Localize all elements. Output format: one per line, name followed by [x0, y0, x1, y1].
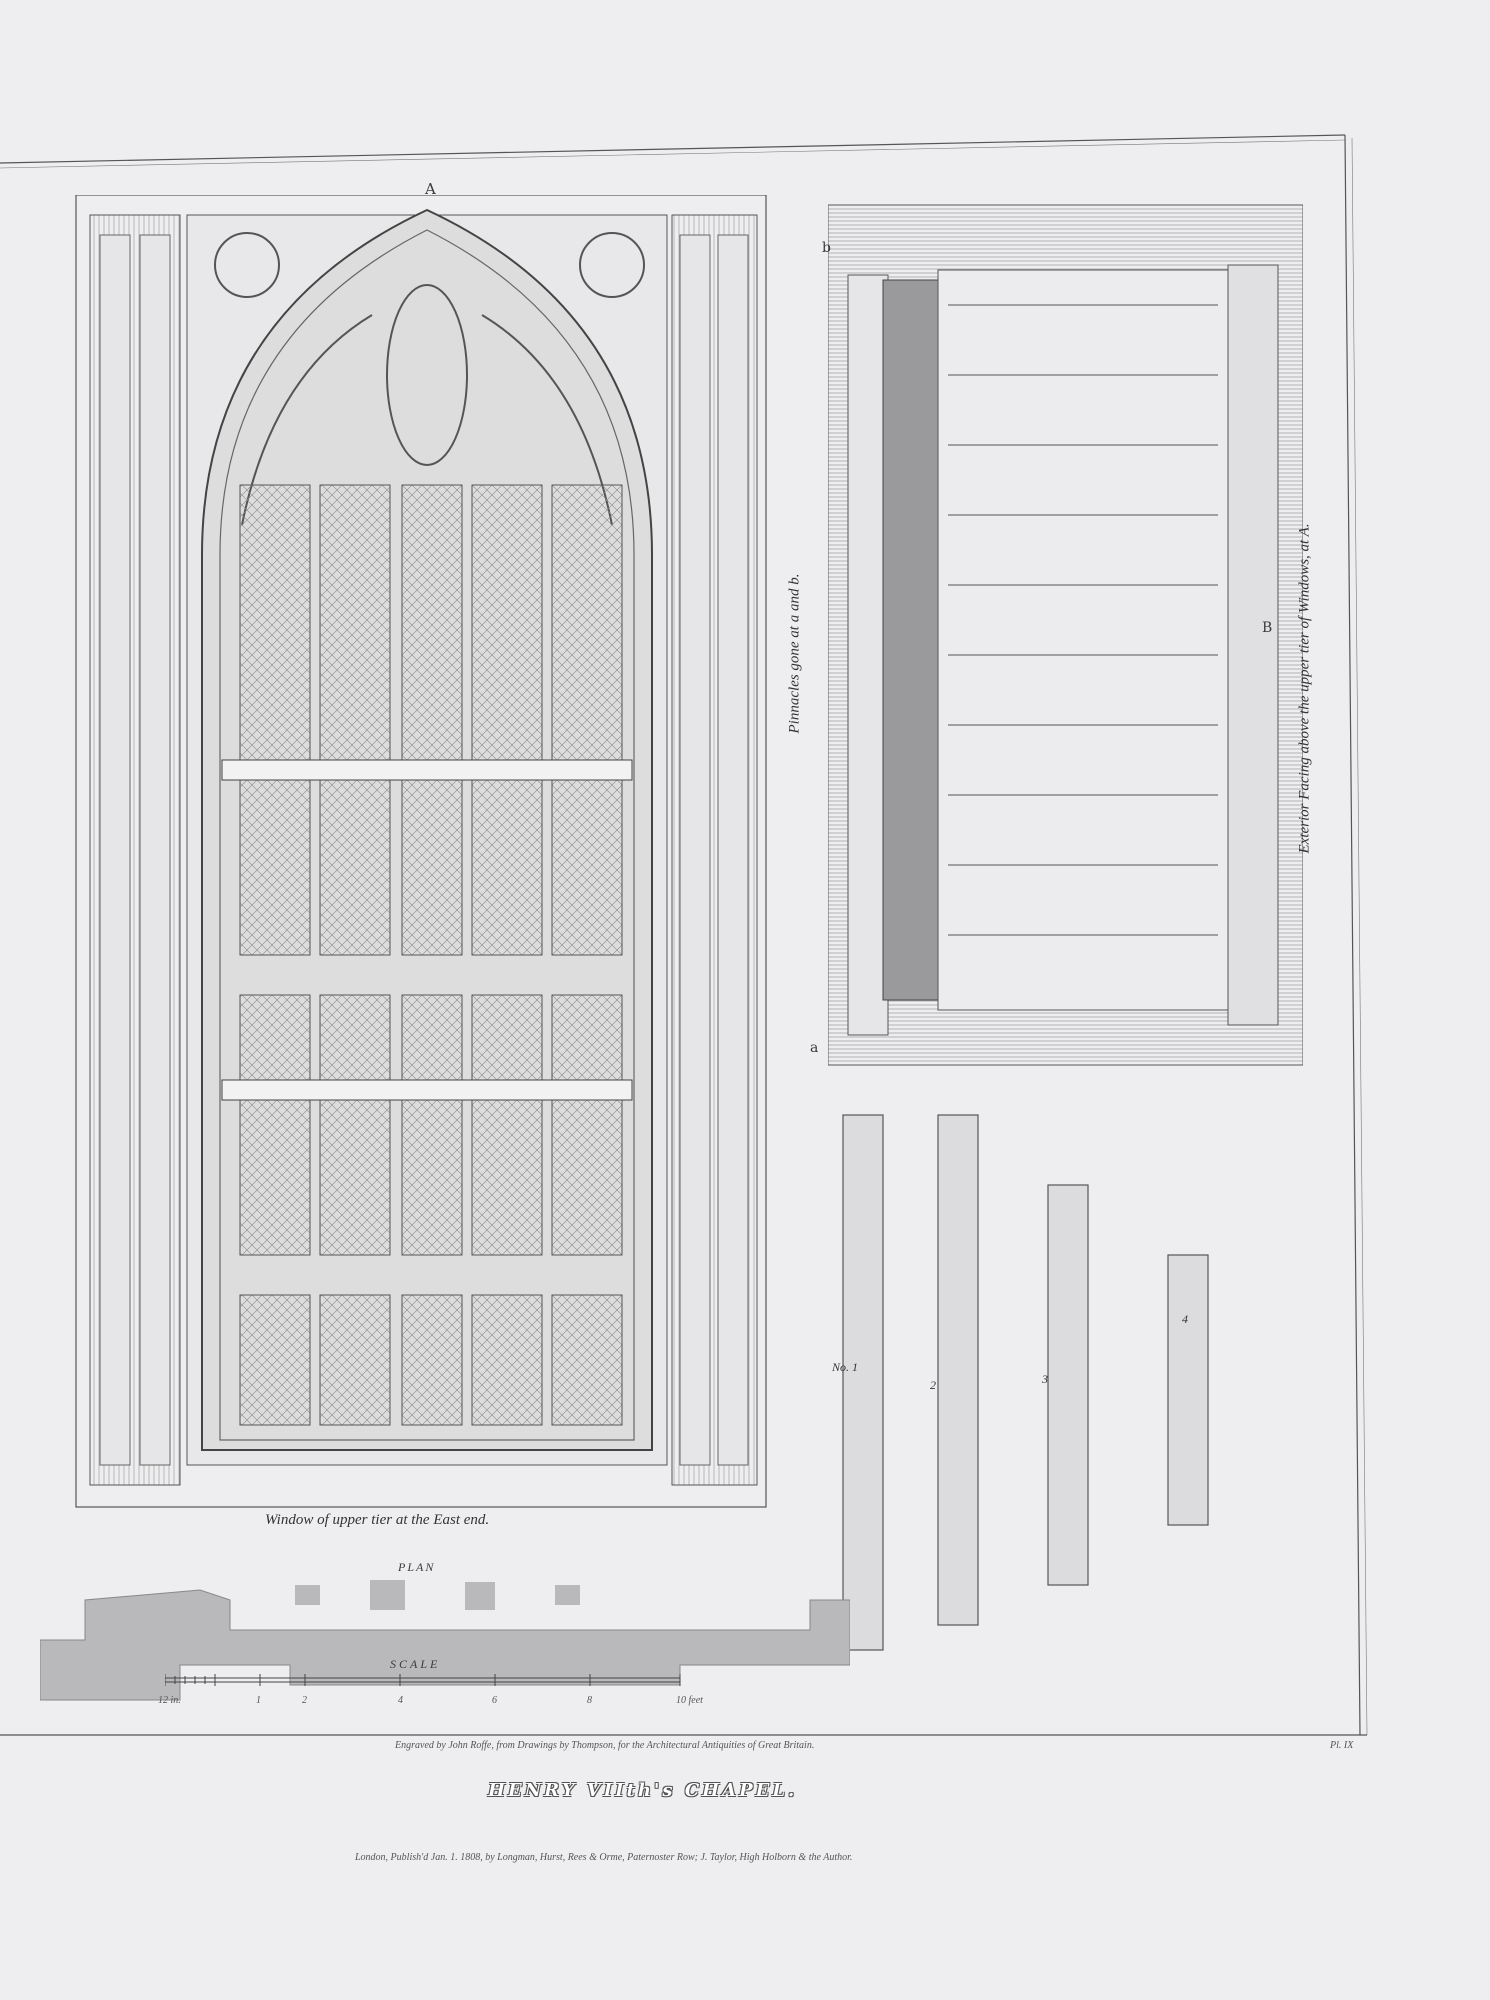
publisher-line: London, Publish'd Jan. 1. 1808, by Longm…	[355, 1852, 853, 1863]
window-mark: A	[425, 180, 436, 198]
window-caption: Window of upper tier at the East end.	[265, 1512, 490, 1528]
scale-tick-1: 1	[256, 1695, 261, 1706]
pinnacles-caption: Pinnacles gone at a and b.	[786, 573, 803, 734]
plate-number: Pl. IX	[1330, 1740, 1354, 1751]
upper-transom	[221, 759, 633, 781]
scale-tick-4: 4	[398, 1695, 403, 1706]
pinnacle-no-3: 3	[1042, 1372, 1048, 1386]
scale-bar	[165, 1674, 681, 1686]
pinnacle-no-1: No. 1	[832, 1360, 859, 1374]
pinnacle-details	[842, 1114, 1209, 1651]
scale-tick-6: 6	[492, 1695, 497, 1706]
mark-a: a	[810, 1040, 819, 1056]
left-buttress	[89, 214, 181, 1486]
lower-transom	[221, 1079, 633, 1101]
right-buttress	[671, 214, 758, 1486]
exterior-facing	[828, 204, 1303, 1066]
pinnacle-no-2: 2	[930, 1378, 936, 1392]
scale-tick-8: 8	[587, 1695, 592, 1706]
mark-b: b	[822, 240, 831, 256]
scale-label: SCALE	[390, 1657, 441, 1671]
left-roundel	[214, 232, 280, 298]
plan-drawing	[40, 1580, 850, 1701]
panel-rows	[948, 304, 1218, 936]
scale-tick-10: 10 feet	[676, 1695, 703, 1706]
scale-tick-0: 12 in.	[158, 1695, 181, 1706]
window-elevation	[75, 195, 767, 1508]
facing-mark: B	[1262, 620, 1273, 636]
pinnacle-no-4: 4	[1182, 1312, 1188, 1326]
plate-title: HENRY VIIth's CHAPEL.	[488, 1780, 798, 1801]
engraver-credit: Engraved by John Roffe, from Drawings by…	[395, 1740, 815, 1751]
window-lights	[239, 484, 623, 1426]
panel-field	[937, 269, 1229, 1011]
facing-caption: Exterior Facing above the upper tier of …	[1296, 523, 1313, 854]
right-roundel	[579, 232, 645, 298]
plan-label: PLAN	[398, 1560, 436, 1574]
scale-tick-2: 2	[302, 1695, 307, 1706]
